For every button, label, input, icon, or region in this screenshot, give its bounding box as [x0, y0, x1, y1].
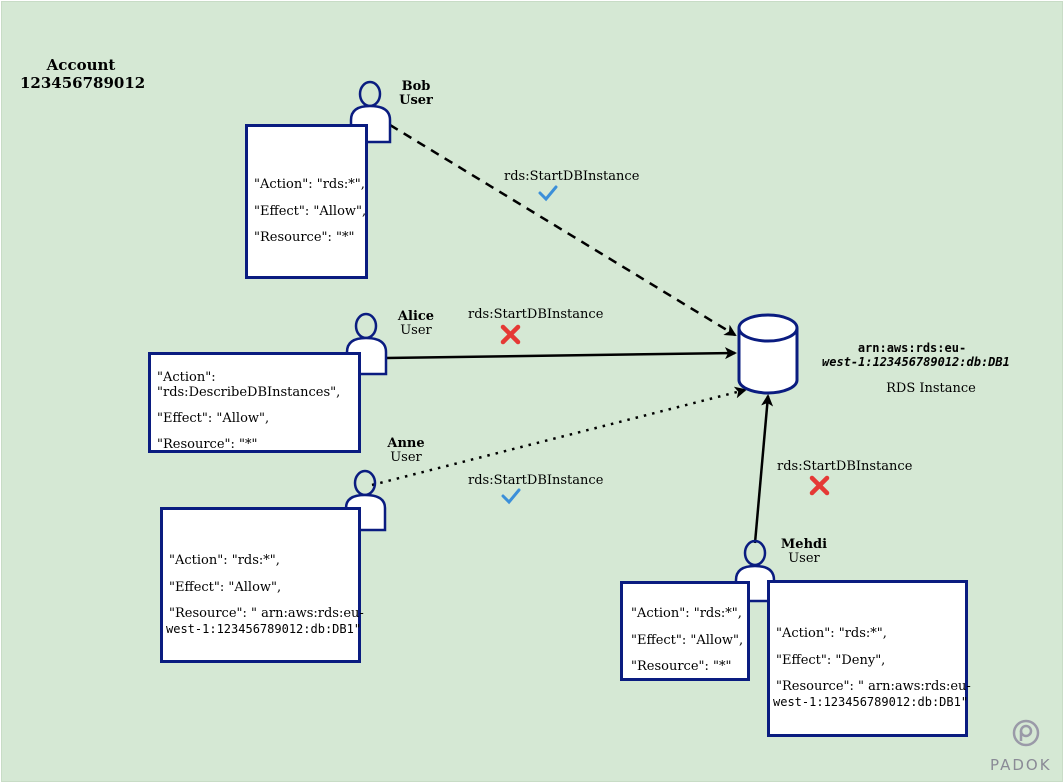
- user-label-anne: Anne User: [387, 436, 425, 465]
- policy-effect: "Effect": "Allow",: [157, 411, 270, 426]
- edge-label-anne: rds:StartDBInstance: [468, 473, 604, 488]
- check-icon-bob: [538, 185, 558, 202]
- policy-resource: "Resource": " arn:aws:rds:eu-: [776, 679, 971, 694]
- policy-resource-arn: west-1:123456789012:db:DB1": [166, 622, 362, 636]
- policy-box-alice: "Action": "rds:DescribeDBInstances", "Ef…: [148, 352, 361, 453]
- policy-action: "Action": "rds:*",: [631, 606, 742, 621]
- edge-alice-to-rds: [385, 347, 737, 360]
- edge-label-mehdi: rds:StartDBInstance: [777, 459, 913, 474]
- policy-box-mehdi-allow: "Action": "rds:*", "Effect": "Allow", "R…: [620, 581, 750, 681]
- policy-effect: "Effect": "Deny",: [776, 653, 886, 668]
- policy-resource-arn: west-1:123456789012:db:DB1": [773, 695, 969, 709]
- edge-bob-to-rds: [389, 123, 737, 337]
- policy-action-value: "rds:DescribeDBInstances",: [157, 385, 341, 400]
- padok-logo-icon: [1012, 719, 1040, 747]
- policy-action: "Action":: [157, 370, 216, 385]
- account-title: Account: [46, 56, 116, 74]
- user-label-bob: Bob User: [399, 79, 433, 108]
- rds-database-icon: [737, 313, 799, 395]
- policy-resource: "Resource": "*": [157, 437, 258, 452]
- user-label-mehdi: Mehdi User: [780, 537, 828, 566]
- policy-action: "Action": "rds:*",: [254, 177, 365, 192]
- cross-icon-mehdi: [809, 475, 830, 496]
- policy-resource: "Resource": "*": [254, 230, 355, 245]
- policy-box-anne: "Action": "rds:*", "Effect": "Allow", "R…: [160, 507, 364, 663]
- rds-arn-label: arn:aws:rds:eu- west-1:123456789012:db:D…: [822, 341, 1010, 369]
- policy-resource: "Resource": "*": [631, 659, 732, 674]
- account-label: Account 123456789012: [20, 56, 146, 92]
- rds-instance-label: RDS Instance: [886, 381, 976, 396]
- check-icon-anne: [501, 488, 521, 505]
- edge-mehdi-to-rds: [753, 394, 774, 544]
- edge-label-alice: rds:StartDBInstance: [468, 307, 604, 322]
- account-number: 123456789012: [20, 74, 146, 92]
- policy-action: "Action": "rds:*",: [776, 626, 887, 641]
- policy-box-mehdi-deny: "Action": "rds:*", "Effect": "Deny", "Re…: [767, 580, 971, 737]
- policy-resource: "Resource": " arn:aws:rds:eu-: [169, 606, 364, 621]
- policy-effect: "Effect": "Allow",: [631, 633, 744, 648]
- policy-effect: "Effect": "Allow",: [169, 580, 282, 595]
- cross-icon-alice: [500, 324, 521, 345]
- padok-logo-text: PADOK: [990, 756, 1052, 774]
- policy-box-bob: "Action": "rds:*", "Effect": "Allow", "R…: [245, 124, 368, 279]
- policy-effect: "Effect": "Allow",: [254, 204, 367, 219]
- edge-label-bob: rds:StartDBInstance: [504, 169, 640, 184]
- user-label-alice: Alice User: [397, 309, 435, 338]
- policy-action: "Action": "rds:*",: [169, 553, 280, 568]
